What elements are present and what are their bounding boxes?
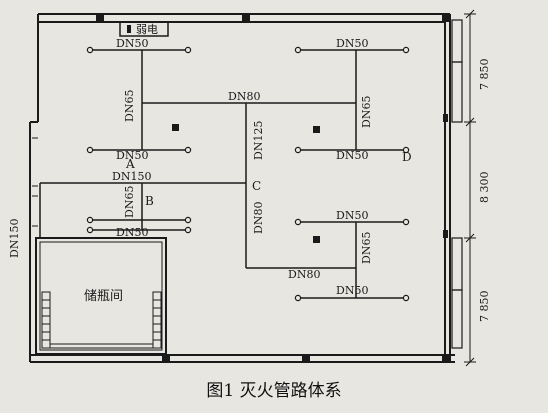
nozzle — [294, 146, 302, 154]
window-bottom — [451, 289, 463, 349]
column-right-1 — [443, 114, 448, 122]
column-right-2 — [443, 230, 448, 238]
pipe-label: DN50 — [116, 149, 148, 162]
window-upper — [451, 61, 463, 123]
cylinder-room-label: 储瓶间 — [84, 289, 123, 304]
zone-label-c: C — [252, 179, 261, 193]
pipe-label: DN65 — [123, 186, 136, 218]
nozzle — [86, 46, 94, 54]
dimension-slash — [465, 357, 475, 367]
pipe-label: DN50 — [336, 284, 368, 297]
zone-label-d: D — [402, 150, 412, 164]
zone-label-b: B — [145, 194, 154, 208]
dimension-value-top: 7 850 — [478, 59, 491, 91]
pipe-label: DN125 — [252, 121, 265, 160]
nozzle — [184, 146, 192, 154]
zone-marker — [313, 126, 320, 133]
figure-caption: 图1 灭火管路体系 — [206, 381, 342, 401]
nozzle — [294, 46, 302, 54]
column-bottom-1 — [162, 355, 170, 362]
nozzle — [184, 216, 192, 224]
pipe-label: DN65 — [360, 96, 373, 128]
pipe-label: DN150 — [8, 219, 21, 258]
pipe-label: DN50 — [116, 37, 148, 50]
dimension-slash — [465, 117, 475, 127]
dimension-value-bottom: 7 850 — [478, 291, 491, 323]
pipe-label: DN50 — [116, 226, 148, 239]
window-bays — [451, 19, 463, 349]
zone-marker — [172, 124, 179, 131]
column-top-3 — [442, 14, 450, 22]
nozzle — [402, 46, 410, 54]
nozzle — [86, 216, 94, 224]
electric-room-box — [119, 21, 169, 37]
column-top-1 — [96, 14, 104, 22]
dimension-values: 7 850 8 300 7 850 — [478, 59, 491, 323]
zone-markers — [172, 124, 320, 243]
pipe-label: DN150 — [112, 170, 151, 183]
column-bottom-2 — [302, 355, 310, 362]
pipe-label: DN50 — [336, 149, 368, 162]
pipe-size-labels: DN50 DN50 DN65 DN80 DN65 DN50 DN50 DN125… — [8, 37, 373, 297]
zone-letters: A B C D — [125, 150, 412, 208]
column-marks — [96, 14, 450, 362]
pipe-label: DN80 — [228, 90, 260, 103]
window-top — [451, 19, 463, 63]
electric-room-label: 弱电 — [136, 23, 158, 36]
pipe-label: DN80 — [288, 268, 320, 281]
building-outline — [29, 13, 455, 363]
dimension-slash — [465, 233, 475, 243]
cylinder-room-wall — [35, 237, 167, 355]
dimension-line — [464, 9, 476, 367]
nozzle — [86, 226, 94, 234]
pipe-label: DN65 — [123, 90, 136, 122]
cylinder-rack-right — [152, 291, 162, 349]
nozzle — [184, 226, 192, 234]
window-lower — [451, 237, 463, 291]
nozzle — [402, 218, 410, 226]
column-top-2 — [242, 14, 250, 22]
column-bottom-3 — [442, 355, 450, 362]
zone-label-a: A — [125, 157, 135, 171]
electric-room: 弱电 — [119, 21, 169, 37]
cylinder-rack-bottom — [49, 343, 154, 349]
pipe-label: DN65 — [360, 232, 373, 264]
nozzles — [86, 46, 410, 302]
electric-room-mark — [127, 25, 131, 33]
cylinder-room-inner — [39, 241, 163, 351]
nozzle — [184, 46, 192, 54]
cylinder-rack-left — [41, 291, 51, 349]
dimension-value-middle: 8 300 — [478, 172, 491, 204]
pipe-label: DN80 — [252, 202, 265, 234]
zone-marker — [313, 236, 320, 243]
left-wall-details — [32, 137, 38, 227]
dimension-slash — [465, 9, 475, 19]
pipe-lines — [39, 49, 406, 299]
cylinder-room: 储瓶间 — [35, 237, 167, 355]
nozzle — [402, 146, 410, 154]
nozzle — [86, 146, 94, 154]
nozzle — [294, 218, 302, 226]
pipe-label: DN50 — [336, 37, 368, 50]
nozzle — [402, 294, 410, 302]
pipe-label: DN50 — [336, 209, 368, 222]
nozzle — [294, 294, 302, 302]
